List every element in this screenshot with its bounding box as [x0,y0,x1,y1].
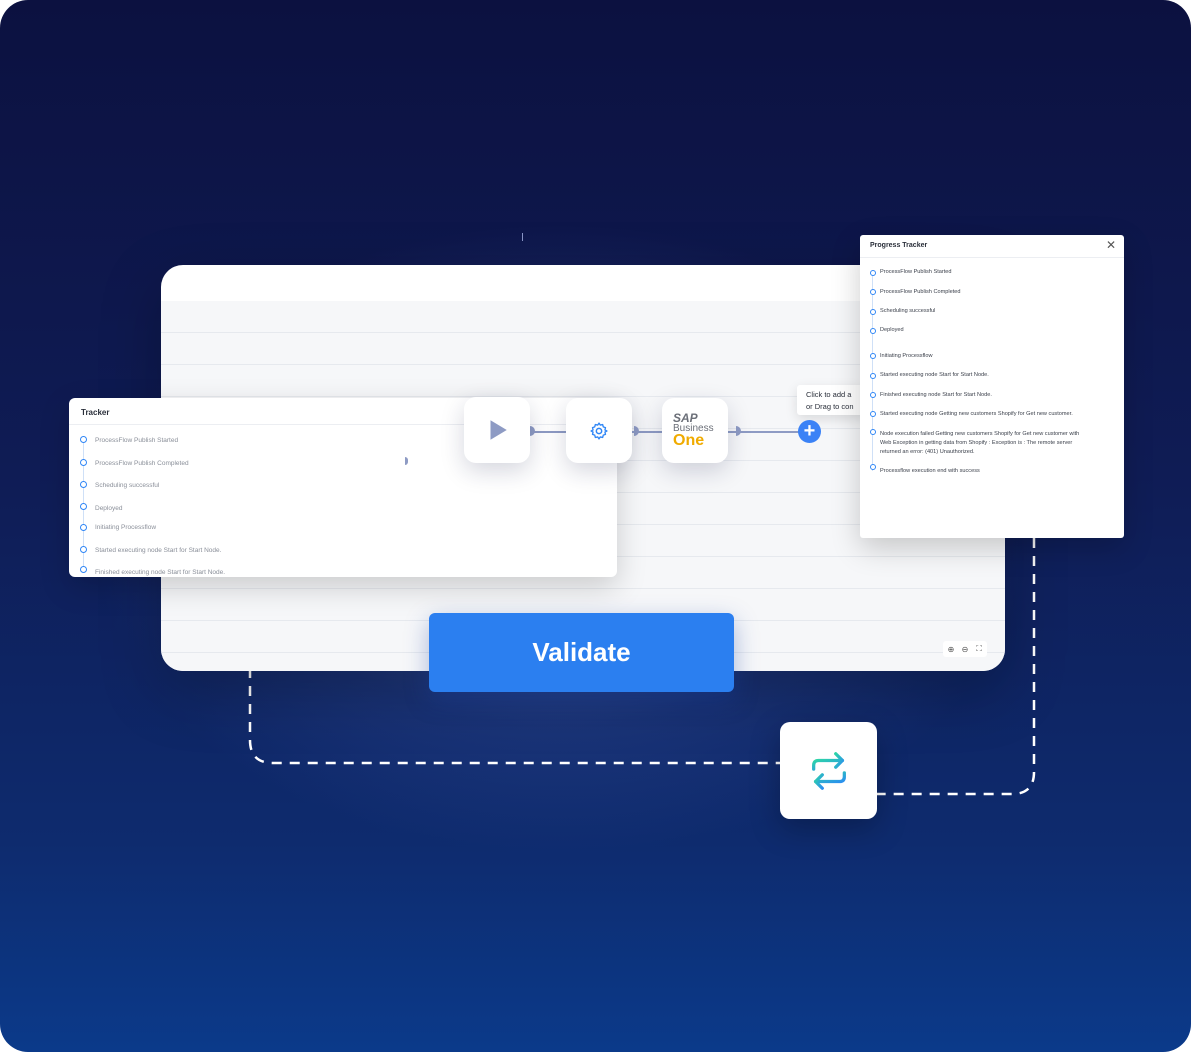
fit-view-button[interactable]: ⛶ [976,644,982,653]
progress-item: Deployed [880,327,904,333]
node-link [632,431,662,433]
progress-tracker-title: Progress Tracker [870,242,928,249]
progress-item: Node execution failed Getting new custom… [880,431,1080,437]
zoom-out-button[interactable]: ⊖ [961,644,969,654]
progress-item: ProcessFlow Publish Started [880,269,952,275]
tracker-item: Initiating Processflow [95,524,157,531]
progress-dot [870,353,876,359]
loop-node[interactable] [780,722,877,819]
progress-item-continued: returned an error: (401) Unauthorized. [880,449,975,455]
tracker-dot [80,546,87,553]
sap-business-one-node[interactable]: SAP Business One [662,398,728,463]
progress-tracker-divider [860,257,1124,258]
progress-dot [870,309,876,315]
node-handle[interactable] [634,426,639,436]
progress-item: Initiating Processflow [880,353,933,359]
tracker-dot [80,524,87,531]
tracker-dot [80,436,87,443]
progress-item-continued: Web Exception in getting data from Shopi… [880,440,1073,446]
tracker-item: ProcessFlow Publish Started [95,437,179,444]
progress-tracker-panel: Progress Tracker ✕ ProcessFlow Publish S… [860,235,1124,538]
gear-icon [590,421,608,440]
progress-item: Processflow execution end with success [880,468,980,474]
tracker-handle [405,457,408,465]
progress-dot [870,392,876,398]
add-node-button[interactable]: + [798,420,821,443]
progress-item: Started executing node Getting new custo… [880,411,1073,417]
progress-dot [870,328,876,334]
tracker-title: Tracker [81,408,110,417]
add-hint-line: Click to add a [806,390,852,399]
add-hint-line: or Drag to con [806,402,854,411]
tracker-item: ProcessFlow Publish Completed [95,460,189,467]
tracker-dot [80,566,87,573]
progress-dot [870,373,876,379]
tracker-dot [80,481,87,488]
tracker-item: Started executing node Start for Start N… [95,547,222,554]
node-link [728,431,800,433]
tracker-item: Deployed [95,505,123,512]
tracker-dot [80,459,87,466]
tracker-dot [80,503,87,510]
tracker-item: Scheduling successful [95,482,160,489]
settings-node[interactable] [566,398,632,463]
add-node-hint: Click to add a or Drag to con [797,385,867,415]
tracker-item: Finished executing node Start for Start … [95,569,226,576]
node-handle[interactable] [530,426,535,436]
progress-item: ProcessFlow Publish Completed [880,289,961,295]
tracker-divider [69,424,617,425]
progress-dot [870,464,876,470]
start-node[interactable] [464,397,530,463]
zoom-controls: ⊕ ⊖ ⛶ [943,641,987,657]
play-icon [490,420,507,440]
progress-item: Scheduling successful [880,308,936,314]
sap-logo: SAP Business One [673,411,714,449]
node-handle[interactable] [736,426,741,436]
progress-item: Started executing node Start for Start N… [880,372,989,378]
node-link [530,431,566,433]
repeat-icon [811,751,846,790]
canvas-tick-mark [522,233,523,241]
progress-dot [870,429,876,435]
tracker-panel: Tracker ProcessFlow Publish Started Proc… [69,398,617,577]
progress-item: Finished executing node Start for Start … [880,392,992,398]
close-icon[interactable]: ✕ [1105,238,1116,252]
progress-dot [870,289,876,295]
validate-button[interactable]: Validate [429,613,734,692]
progress-dot [870,270,876,276]
progress-dot [870,411,876,417]
zoom-in-button[interactable]: ⊕ [947,644,955,654]
